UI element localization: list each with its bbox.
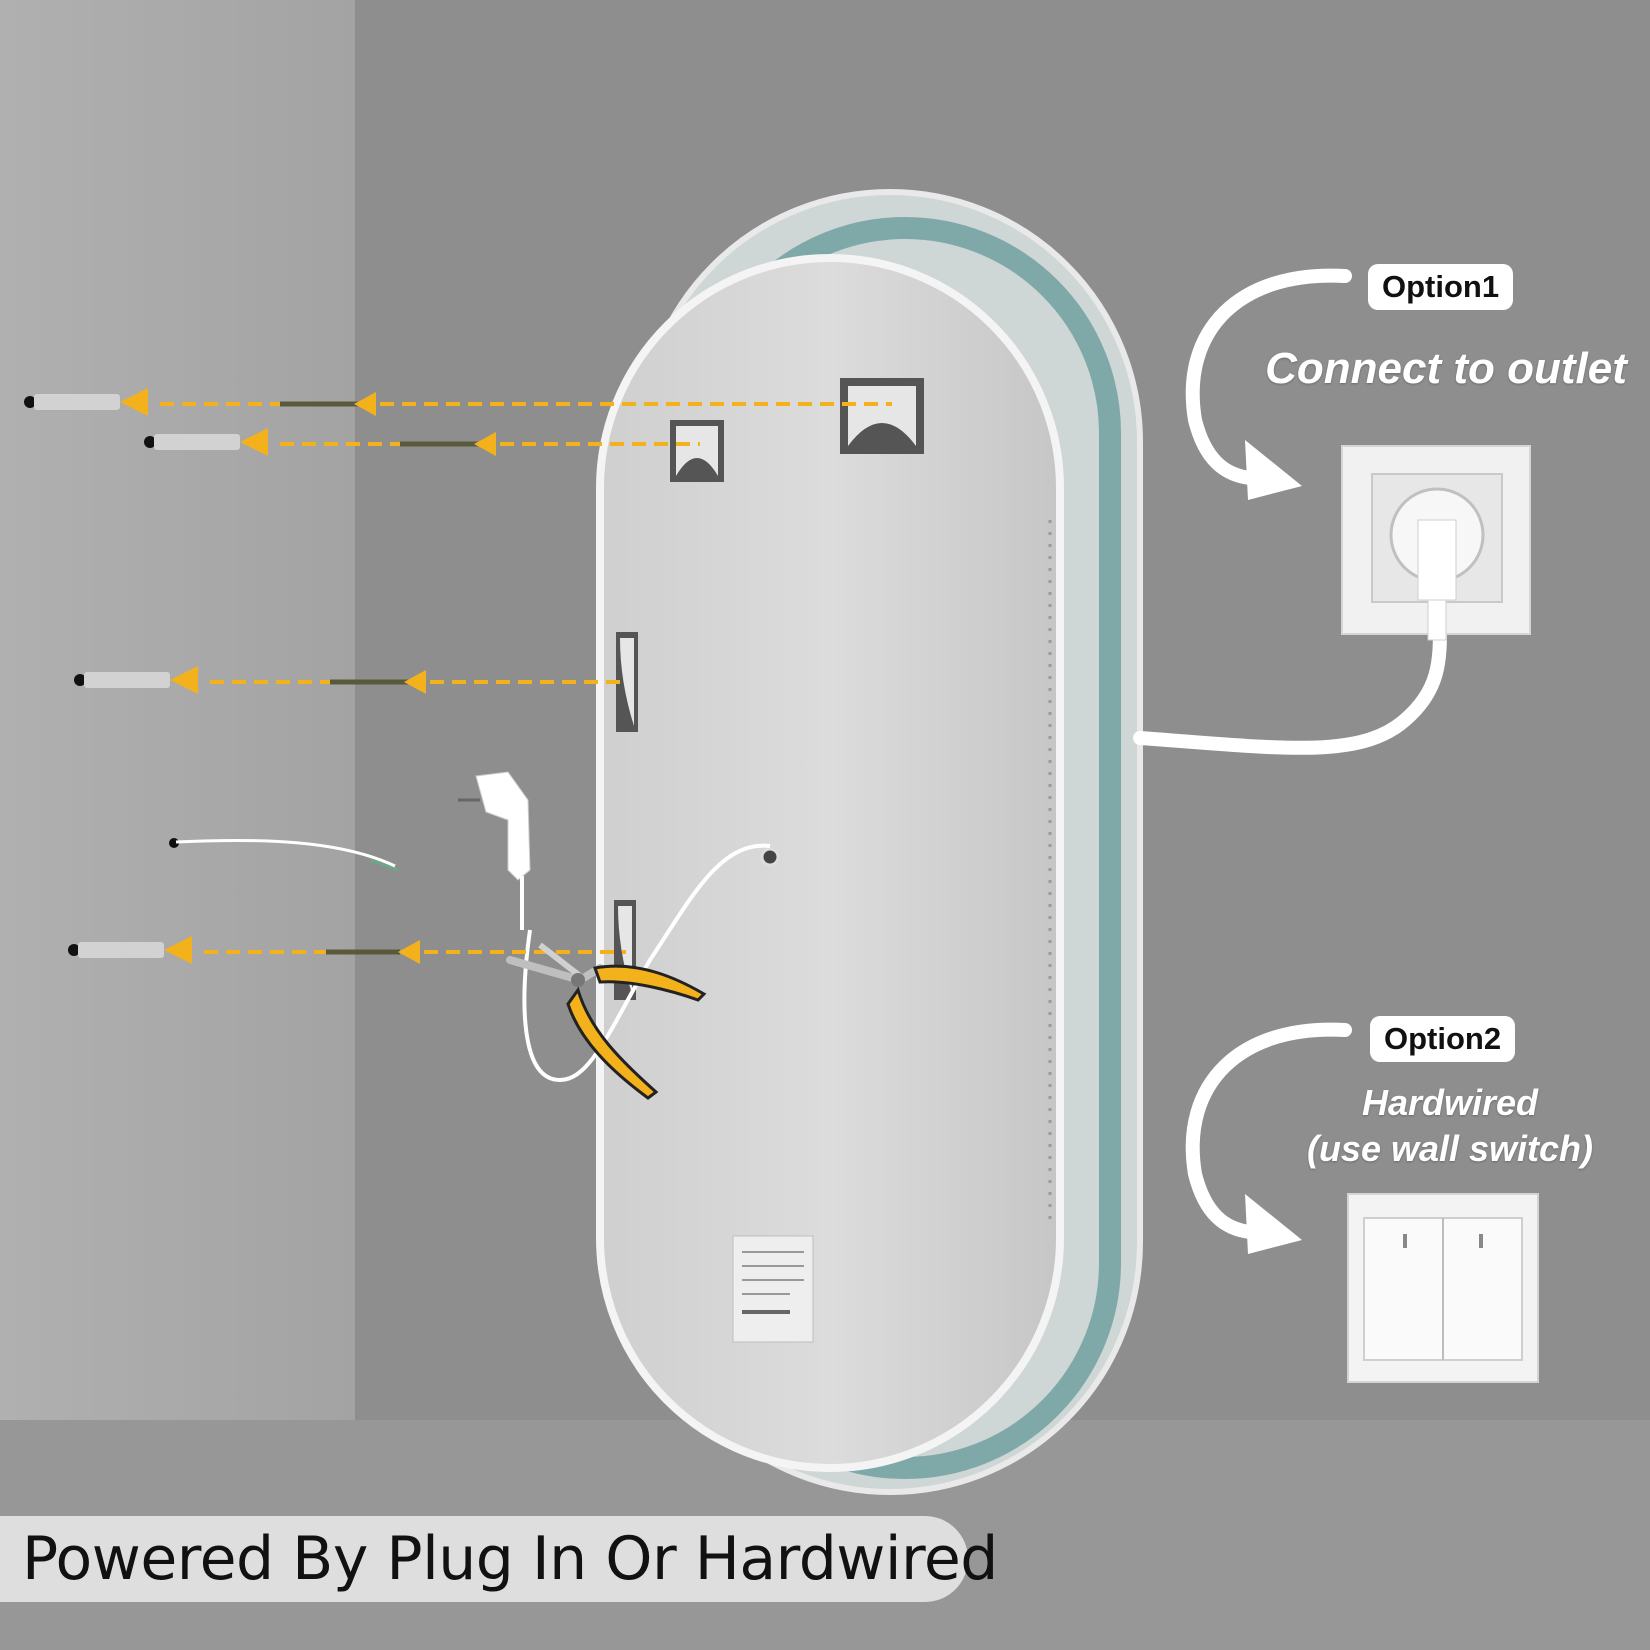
option2-curved-arrow	[1185, 1022, 1352, 1254]
cut-plug-icon	[458, 771, 531, 930]
product-label-sticker	[732, 1235, 814, 1343]
power-cable	[1133, 618, 1447, 755]
anchor-row-2	[144, 428, 700, 456]
bracket-top-right	[840, 378, 924, 454]
wall-outlet-icon	[1341, 445, 1531, 641]
option1-caption: Connect to outlet	[1265, 344, 1627, 393]
banner-text: Powered By Plug In Or Hardwired	[22, 1524, 998, 1594]
option1-label: Option1	[1368, 264, 1514, 311]
cable-hole	[760, 847, 780, 867]
wire-cutter-icon	[506, 942, 707, 1100]
option2-label: Option2	[1370, 1016, 1516, 1063]
option2-caption-line2: (use wall switch)	[1306, 1128, 1594, 1169]
option2-caption-line1: Hardwired	[1361, 1082, 1539, 1123]
wall-switch-icon	[1347, 1193, 1539, 1383]
bracket-top-left	[670, 420, 724, 482]
bottom-banner: Powered By Plug In Or Hardwired	[0, 1516, 998, 1602]
mirror-back-panel	[596, 254, 1064, 1472]
anchor-row-1	[24, 388, 892, 416]
anchor-row-3	[74, 666, 626, 694]
mirror	[596, 189, 1143, 1495]
side-wall	[0, 0, 355, 1420]
anchor-row-4	[68, 936, 626, 964]
bracket-mid-left	[616, 632, 638, 732]
wall-wire	[169, 838, 399, 871]
option1-curved-arrow	[1185, 268, 1352, 500]
